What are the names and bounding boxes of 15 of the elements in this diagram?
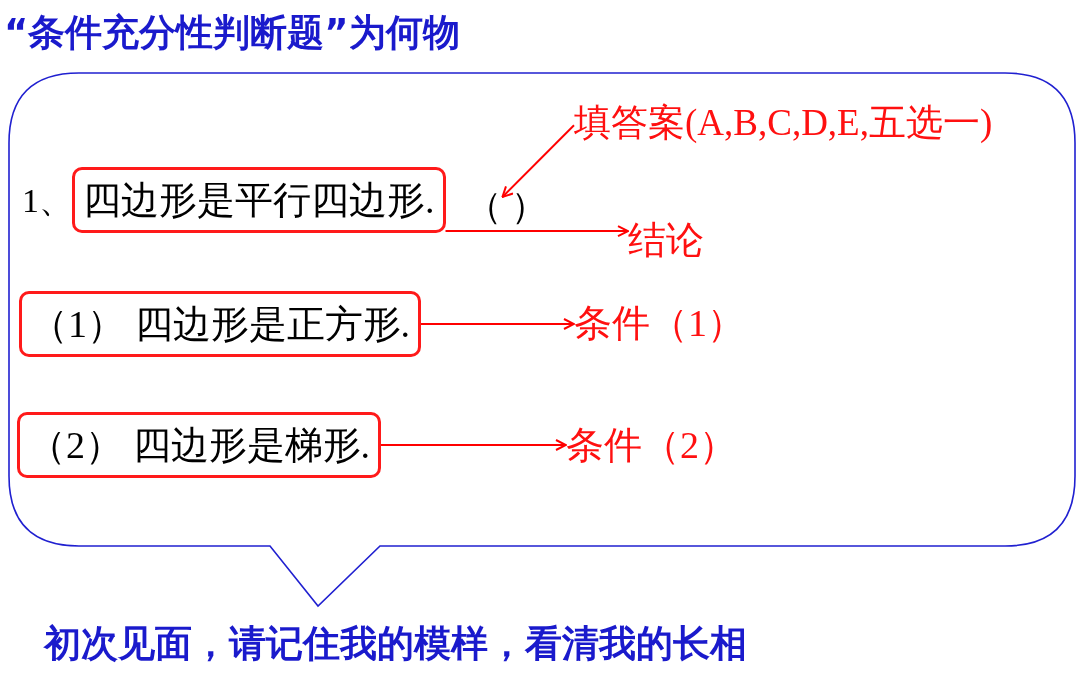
conclusion-label: 结论 [628, 217, 704, 263]
arrow [420, 318, 575, 330]
arrow [380, 439, 567, 451]
arrow [501, 124, 575, 198]
condition-label: 条件（2） [566, 422, 737, 468]
answer-blank: （ ） [466, 188, 547, 224]
caption: 初次见面，请记住我的模样，看清我的长相 [44, 621, 747, 667]
arrow [444, 225, 629, 237]
statement-box: 四边形是平行四边形. [72, 167, 446, 233]
condition-box: （1） 四边形是正方形. [19, 291, 421, 357]
question-number: 1、 [22, 181, 73, 221]
condition-box: （2） 四边形是梯形. [17, 412, 381, 478]
instruction-text: 填答案(A,B,C,D,E,五选一) [574, 100, 993, 146]
condition-label: 条件（1） [574, 300, 745, 346]
title: “条件充分性判断题”为何物 [4, 10, 460, 56]
